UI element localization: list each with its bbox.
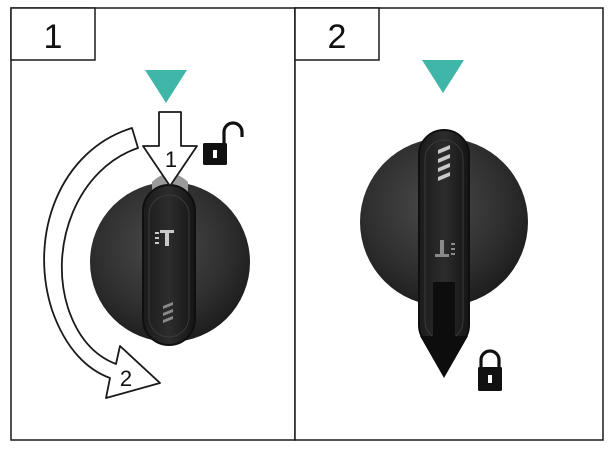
handle-marking-lower [435, 240, 455, 257]
press-arrow [142, 111, 198, 187]
panel-2: 2 [294, 7, 604, 441]
pull-arrow [420, 282, 468, 378]
handle-marking-upper [155, 230, 174, 246]
panel-1-label: 1 [44, 18, 63, 56]
unlocked-padlock-icon [203, 121, 244, 165]
rotate-step-number: 2 [120, 366, 132, 391]
handle-marking-lower [163, 302, 173, 323]
press-step-number: 1 [165, 147, 177, 172]
panel-1: 1 2 [10, 7, 296, 441]
panel-2-label-box [294, 7, 380, 61]
handle-marking-upper [438, 145, 450, 181]
panel-2-label: 2 [328, 18, 347, 56]
panel-1-label-box [10, 7, 96, 61]
knob-unlocked [90, 173, 250, 346]
locked-padlock-icon [478, 349, 502, 391]
rotate-arrow [43, 127, 161, 399]
indicator-triangle-icon [145, 70, 187, 103]
indicator-triangle-icon [422, 60, 464, 93]
knob-1-handle [142, 184, 196, 346]
knob-locked [360, 129, 528, 378]
